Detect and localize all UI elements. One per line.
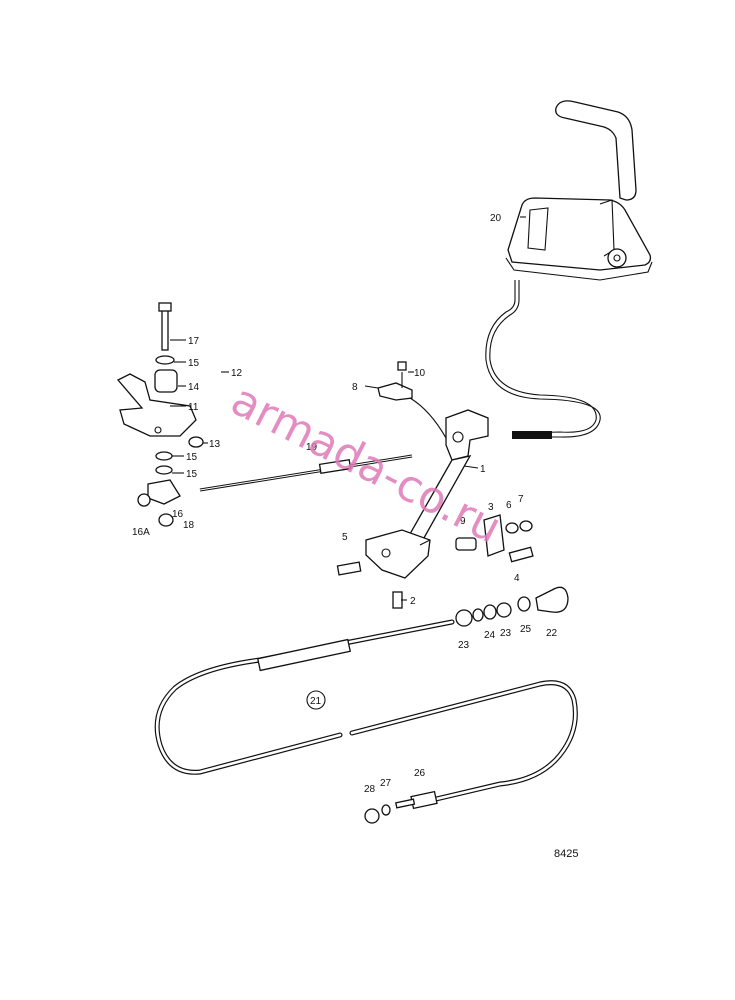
main-bracket (365, 409, 489, 579)
callout-16a: 16A (132, 527, 150, 538)
callout-15-mid: 15 (186, 452, 198, 463)
callout-12: 12 (231, 368, 243, 379)
callout-5: 5 (342, 532, 348, 543)
left-mount-assembly (116, 302, 204, 527)
callout-18: 18 (183, 520, 195, 531)
callout-9: 9 (460, 516, 466, 527)
part-callouts: 1 2 3 4 5 6 7 8 9 10 11 12 13 14 15 15 1… (132, 213, 558, 795)
callout-23-right: 23 (500, 628, 512, 639)
figure-number: 8425 (554, 848, 578, 860)
control-cable (154, 619, 578, 803)
callout-14: 14 (188, 382, 200, 393)
control-lever-box (505, 100, 653, 281)
watermark: armada-co.ru (223, 374, 509, 553)
callout-19: 19 (306, 442, 318, 453)
leader-lines (170, 216, 526, 601)
callout-8: 8 (352, 382, 358, 393)
callout-2: 2 (410, 596, 416, 607)
callout-15-low: 15 (186, 469, 198, 480)
callout-23-left: 23 (458, 640, 470, 651)
callout-25: 25 (520, 624, 532, 635)
callout-16: 16 (172, 509, 184, 520)
callout-21: 21 (310, 696, 322, 707)
callout-26: 26 (414, 768, 426, 779)
callout-20: 20 (490, 213, 502, 224)
callout-6: 6 (506, 500, 512, 511)
callout-22: 22 (546, 628, 558, 639)
callout-27: 27 (380, 778, 392, 789)
callout-10: 10 (414, 368, 426, 379)
callout-4: 4 (514, 573, 520, 584)
callout-3: 3 (488, 502, 494, 513)
callout-13: 13 (209, 439, 221, 450)
callout-17: 17 (188, 336, 200, 347)
callout-11: 11 (188, 402, 199, 413)
callout-1: 1 (480, 464, 486, 475)
callout-28: 28 (364, 784, 376, 795)
callout-7: 7 (518, 494, 524, 505)
callout-15-top: 15 (188, 358, 200, 369)
callout-24: 24 (484, 630, 496, 641)
